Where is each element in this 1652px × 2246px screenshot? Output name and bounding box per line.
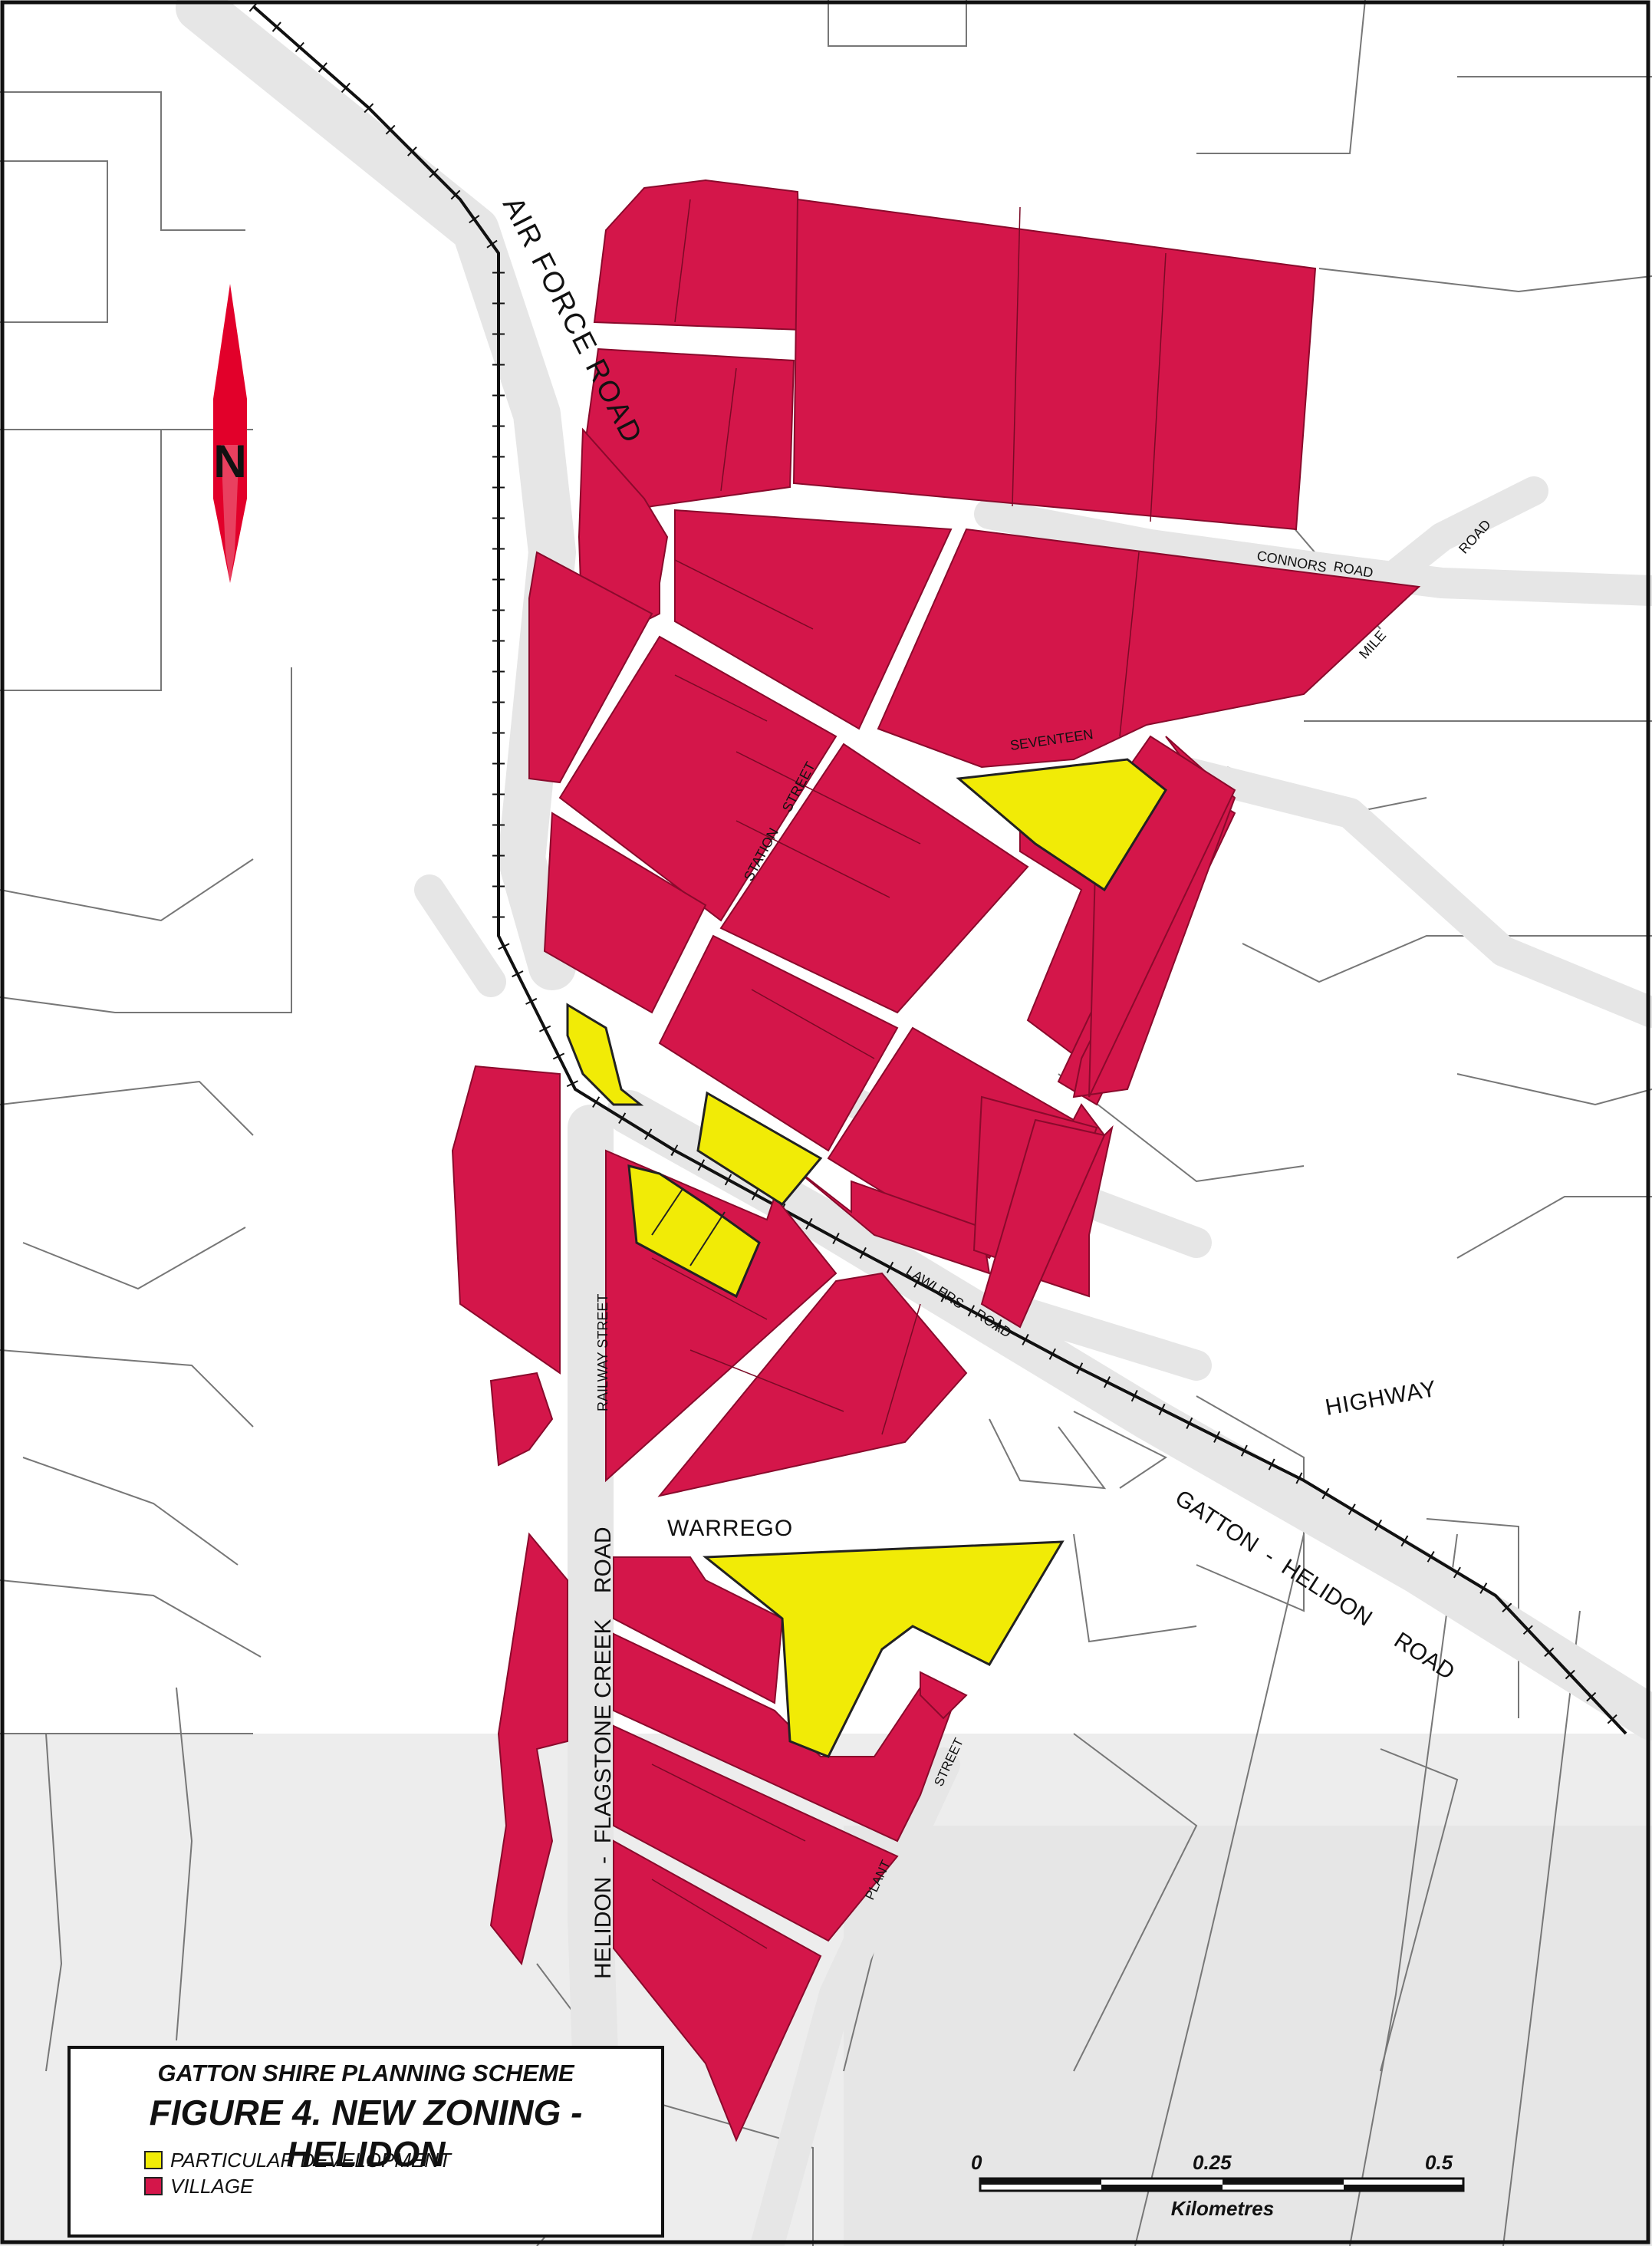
north-arrow-icon: N (213, 284, 247, 583)
village-block (558, 635, 838, 922)
village-block (613, 1839, 822, 2142)
village-block (792, 198, 1317, 531)
scale-bar: 0 0.25 0.5 Kilometres (971, 2151, 1465, 2220)
village-block (489, 1532, 568, 1966)
particular-block (566, 1003, 644, 1106)
label-railway-street: RAILWAY STREET (595, 1294, 610, 1411)
north-letter: N (213, 436, 246, 487)
village-block (593, 179, 803, 331)
village-block (657, 1272, 968, 1497)
lot-lines (651, 199, 1167, 1949)
legend-swatch-particular (144, 2151, 163, 2169)
particular-block (702, 1540, 1065, 1758)
village-block (674, 509, 953, 730)
legend-item-village: VILLAGE (144, 2175, 253, 2198)
railway-line (248, 1, 1631, 1738)
legend-figure-title: FIGURE 4. NEW ZONING - HELIDON (149, 2093, 583, 2174)
label-helidon-flagstone-creek-road: HELIDON - FLAGSTONE CREEK ROAD (591, 1526, 616, 1979)
particular-lot-lines (651, 1188, 726, 1266)
scale-unit: Kilometres (1171, 2197, 1274, 2220)
village-block (920, 1671, 968, 1720)
village-block (613, 1724, 899, 1942)
scale-tick-0: 0 (971, 2151, 982, 2174)
village-block (528, 551, 653, 784)
label-warrego: WARREGO (667, 1516, 793, 1541)
legend-label-village: VILLAGE (170, 2174, 254, 2198)
village-block (489, 1372, 554, 1467)
particular-block (627, 1164, 761, 1299)
legend-box: GATTON SHIRE PLANNING SCHEME FIGURE 4. N… (67, 2046, 664, 2238)
village-block (658, 934, 899, 1152)
village-block (451, 1065, 561, 1375)
legend-title: GATTON SHIRE PLANNING SCHEME (157, 2060, 574, 2086)
legend-item-particular-development: PARTICULAR DEVELOPMENT (144, 2149, 451, 2172)
village-block (719, 743, 1029, 1014)
lower-right-shading (844, 1826, 1652, 2246)
legend-swatch-village (144, 2177, 163, 2195)
scale-tick-025: 0.25 (1193, 2151, 1232, 2174)
scale-tick-05: 0.5 (1425, 2151, 1453, 2174)
legend-label-particular: PARTICULAR DEVELOPMENT (170, 2148, 452, 2172)
village-block (877, 528, 1421, 769)
village-block (980, 1118, 1106, 1329)
particular-development-zone (566, 758, 1167, 1758)
particular-block (956, 758, 1167, 892)
village-zone (451, 179, 1421, 2142)
particular-block (696, 1091, 823, 1206)
village-block (543, 812, 707, 1014)
